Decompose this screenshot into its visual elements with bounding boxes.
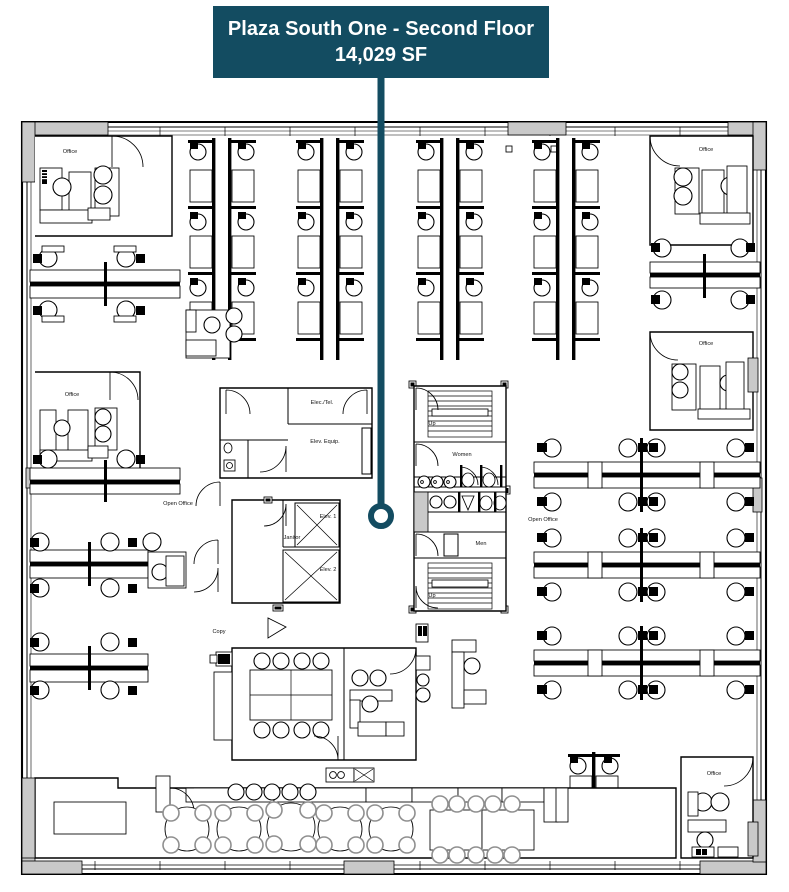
men-fixtures — [413, 491, 507, 533]
floor-callout-box: Plaza South One - Second Floor 14,029 SF — [213, 6, 549, 78]
room-label-copy: Copy — [212, 629, 225, 635]
room-label-up: Up — [428, 421, 435, 427]
room-label-men: Men — [476, 541, 487, 547]
room-label-elec-tel: Elec./Tel. — [311, 400, 334, 406]
callout-leader — [368, 78, 394, 529]
callout-title: Plaza South One - Second Floor — [227, 18, 535, 40]
room-label-elev-equip: Elev. Equip. — [310, 439, 340, 445]
office-northeast — [649, 135, 754, 246]
office-southeast — [680, 756, 759, 859]
room-label-office: Office — [63, 149, 78, 155]
break-room — [21, 767, 677, 864]
room-label-open-office: Open Office — [528, 517, 558, 523]
office-east-mid — [649, 331, 759, 431]
room-label-elev-1: Elev. 1 — [320, 514, 337, 520]
office-northwest — [35, 135, 173, 237]
workstations-east — [533, 238, 761, 858]
core-equipment-rooms — [193, 387, 373, 593]
rectangular-tables — [429, 795, 535, 864]
room-label-office: Office — [65, 392, 80, 398]
room-label-open-office: Open Office — [163, 501, 193, 507]
room-label-elev-2: Elev. 2 — [320, 567, 337, 573]
room-label-up: Up — [428, 593, 435, 599]
room-label-women: Women — [452, 452, 471, 458]
room-label-office: Office — [699, 341, 714, 347]
core-stairs-restrooms — [413, 385, 507, 612]
women-fixtures — [413, 465, 507, 489]
bar-stools — [227, 783, 317, 801]
callout-area: 14,029 SF — [334, 44, 428, 66]
room-label-office: Office — [707, 771, 722, 777]
core-elevators — [231, 496, 341, 639]
conference-chairs — [253, 652, 330, 739]
room-label-office: Office — [699, 147, 714, 153]
workstations-north — [185, 138, 600, 360]
round-tables — [162, 801, 416, 854]
workstations-west — [29, 245, 187, 700]
conference-room — [209, 623, 487, 761]
room-label-janitor: Janitor — [284, 535, 301, 541]
building-shell — [20, 120, 768, 876]
